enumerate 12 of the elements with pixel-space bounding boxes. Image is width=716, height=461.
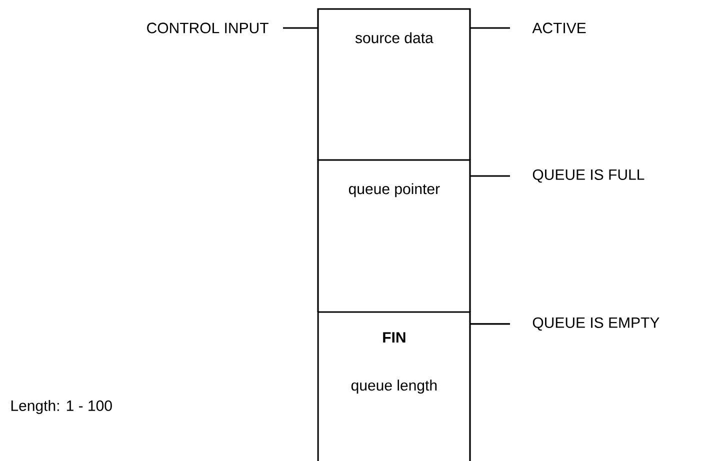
block-section: source data [317,8,471,160]
pin-label: QUEUE IS EMPTY [532,317,660,331]
pin-label: QUEUE IS FULL [532,169,644,183]
block-section: FIN queue length [317,311,471,461]
pin-label: CONTROL INPUT [147,22,268,34]
pin-label: ACTIVE [532,22,586,34]
block-section: queue pointer [317,159,471,312]
connection-line [470,175,510,177]
note-text: Length: 1 - 100 [11,400,112,414]
connection-line [283,27,318,29]
connection-line [470,27,510,29]
connection-line [470,323,510,325]
